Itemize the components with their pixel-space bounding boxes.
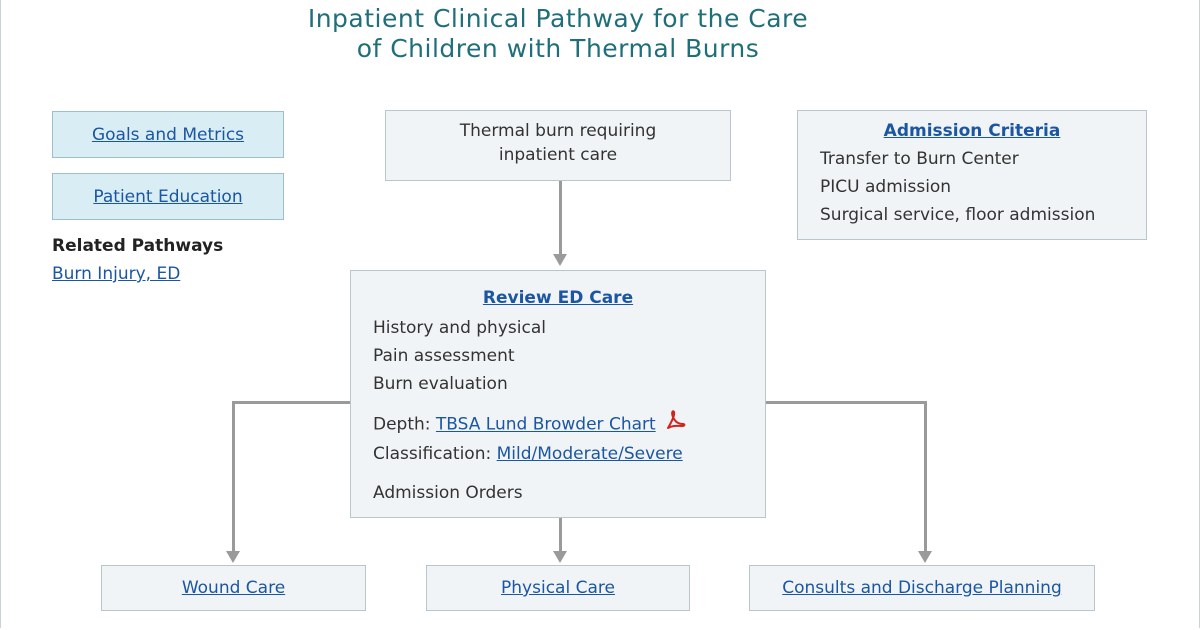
review-item: Burn evaluation: [373, 374, 508, 394]
goals-box[interactable]: Goals and Metrics: [52, 111, 284, 158]
arrowhead: [918, 551, 932, 563]
admission-item: Transfer to Burn Center: [820, 149, 1019, 169]
arrowhead: [226, 551, 240, 563]
arrowhead: [553, 254, 567, 266]
start-line-1: Thermal burn requiring: [459, 121, 657, 141]
connector-left-vertical: [232, 401, 235, 553]
arrowhead: [553, 551, 567, 563]
related-pathway-link[interactable]: Burn Injury, ED: [52, 264, 181, 284]
connector-right-vertical: [924, 401, 927, 553]
physical-care-box[interactable]: Physical Care: [426, 565, 690, 611]
admission-criteria-link[interactable]: Admission Criteria: [883, 121, 1061, 141]
wound-care-box[interactable]: Wound Care: [101, 565, 366, 611]
physical-care-link[interactable]: Physical Care: [501, 578, 615, 598]
consults-discharge-box[interactable]: Consults and Discharge Planning: [749, 565, 1095, 611]
review-ed-care-link[interactable]: Review ED Care: [482, 288, 634, 308]
classification-label: Classification:: [373, 444, 492, 464]
goals-link[interactable]: Goals and Metrics: [91, 124, 245, 145]
title-line-1: Inpatient Clinical Pathway for the Care: [307, 4, 809, 33]
admission-orders: Admission Orders: [373, 483, 523, 503]
tbsa-chart-link[interactable]: TBSA Lund Browder Chart: [435, 414, 656, 435]
classification-link[interactable]: Mild/Moderate/Severe: [496, 444, 683, 464]
connector-start-review: [559, 181, 562, 256]
connector-right-horizontal: [766, 401, 927, 404]
start-line-2: inpatient care: [498, 145, 618, 165]
related-pathways-heading: Related Pathways: [52, 236, 224, 256]
admission-criteria-box: Admission Criteria Transfer to Burn Cent…: [797, 110, 1147, 240]
wound-care-link[interactable]: Wound Care: [181, 578, 286, 598]
title-line-2: of Children with Thermal Burns: [356, 34, 760, 63]
admission-item: Surgical service, floor admission: [820, 205, 1096, 225]
connector-center-vertical: [559, 518, 562, 553]
connector-left-horizontal: [232, 401, 350, 404]
page-title: Inpatient Clinical Pathway for the Care …: [0, 4, 1116, 64]
admission-item: PICU admission: [820, 177, 952, 197]
review-item: Pain assessment: [373, 346, 515, 366]
depth-label: Depth:: [373, 414, 431, 435]
consults-discharge-link[interactable]: Consults and Discharge Planning: [782, 578, 1062, 598]
pdf-icon[interactable]: [664, 409, 686, 440]
review-item: History and physical: [373, 318, 546, 338]
review-ed-care-box: Review ED Care History and physical Pain…: [350, 270, 766, 518]
start-box: Thermal burn requiring inpatient care: [385, 110, 731, 181]
education-link[interactable]: Patient Education: [93, 186, 243, 207]
education-box[interactable]: Patient Education: [52, 173, 284, 220]
